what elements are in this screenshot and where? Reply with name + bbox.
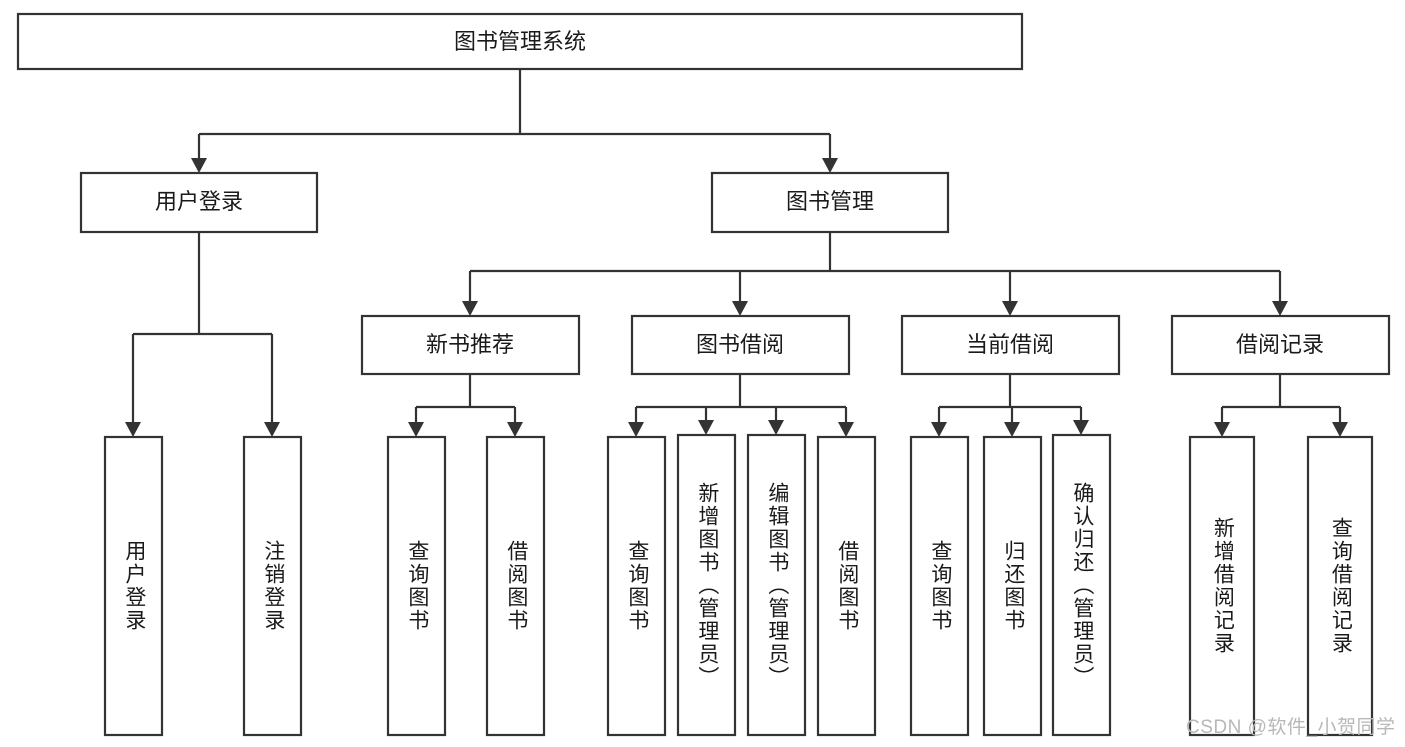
leaf-box-edit-book[interactable]	[746, 433, 807, 737]
leaf-box-return-book[interactable]	[982, 435, 1043, 737]
leaf-box-query-book-a[interactable]	[386, 435, 447, 737]
node-current-borrow[interactable]: 当前借阅	[900, 314, 1121, 376]
node-book-management-box[interactable]	[710, 171, 950, 234]
arrowhead-leaf-add-book	[698, 420, 714, 435]
leaf-box-borrow-book-b[interactable]	[816, 435, 877, 737]
arrowhead-new-book-rec	[462, 301, 478, 316]
arrowhead-book-borrow	[732, 301, 748, 316]
arrowhead-leaf-query-book-c	[931, 422, 947, 437]
node-new-book-recommend[interactable]: 新书推荐	[360, 314, 581, 376]
arrowhead-borrow-record	[1272, 301, 1288, 316]
csdn-watermark: CSDN @软件_小贺同学	[1186, 717, 1396, 738]
leaf-box-confirm-return[interactable]	[1051, 433, 1112, 737]
arrowhead-book-mgmt	[822, 158, 838, 173]
leaf-box-logout[interactable]	[242, 435, 303, 737]
leaf-box-add-book[interactable]	[676, 433, 737, 737]
arrowhead-leaf-query-book-a	[408, 422, 424, 437]
arrowhead-leaf-borrow-book-b	[838, 422, 854, 437]
leaf-box-borrow-book-a[interactable]	[485, 435, 546, 737]
node-current-borrow-label: 当前借阅	[966, 332, 1054, 357]
leaf-box-user-login[interactable]	[103, 435, 164, 737]
node-book-borrow-box[interactable]	[630, 314, 851, 376]
arrowhead-leaf-user-login	[125, 422, 141, 437]
node-book-borrow-label: 图书借阅	[696, 332, 784, 357]
leaf-box-query-book-c[interactable]	[909, 435, 970, 737]
node-user-login-box[interactable]	[79, 171, 319, 234]
arrowhead-leaf-add-record	[1214, 422, 1230, 437]
node-root-box[interactable]	[16, 12, 1024, 71]
node-book-management[interactable]: 图书管理	[710, 171, 950, 234]
arrowhead-current-borrow	[1002, 301, 1018, 316]
arrowhead-leaf-query-book-b	[628, 422, 644, 437]
arrowhead-leaf-borrow-book-a	[507, 422, 523, 437]
arrowhead-leaf-return-book	[1004, 422, 1020, 437]
node-root[interactable]: 图书管理系统	[16, 12, 1024, 71]
arrowhead-leaf-confirm-return	[1073, 420, 1089, 435]
node-borrow-record-box[interactable]	[1170, 314, 1391, 376]
arrowhead-user-login	[191, 158, 207, 173]
leaf-box-query-book-b[interactable]	[606, 435, 667, 737]
node-new-book-recommend-label: 新书推荐	[426, 332, 514, 357]
arrowhead-leaf-query-record	[1332, 422, 1348, 437]
node-book-borrow[interactable]: 图书借阅	[630, 314, 851, 376]
arrowhead-leaf-logout	[264, 422, 280, 437]
node-user-login[interactable]: 用户登录	[79, 171, 319, 234]
node-borrow-record-label: 借阅记录	[1236, 332, 1324, 357]
node-root-label: 图书管理系统	[454, 29, 586, 54]
node-user-login-label: 用户登录	[155, 189, 243, 214]
arrowhead-leaf-edit-book	[768, 420, 784, 435]
leaf-box-add-record[interactable]	[1188, 435, 1256, 737]
node-new-book-recommend-box[interactable]	[360, 314, 581, 376]
node-borrow-record[interactable]: 借阅记录	[1170, 314, 1391, 376]
node-current-borrow-box[interactable]	[900, 314, 1121, 376]
leaf-box-query-record[interactable]	[1306, 435, 1374, 737]
node-book-management-label: 图书管理	[786, 189, 874, 214]
leaf-box-layer	[103, 433, 1374, 737]
connector-layer	[125, 69, 1348, 437]
